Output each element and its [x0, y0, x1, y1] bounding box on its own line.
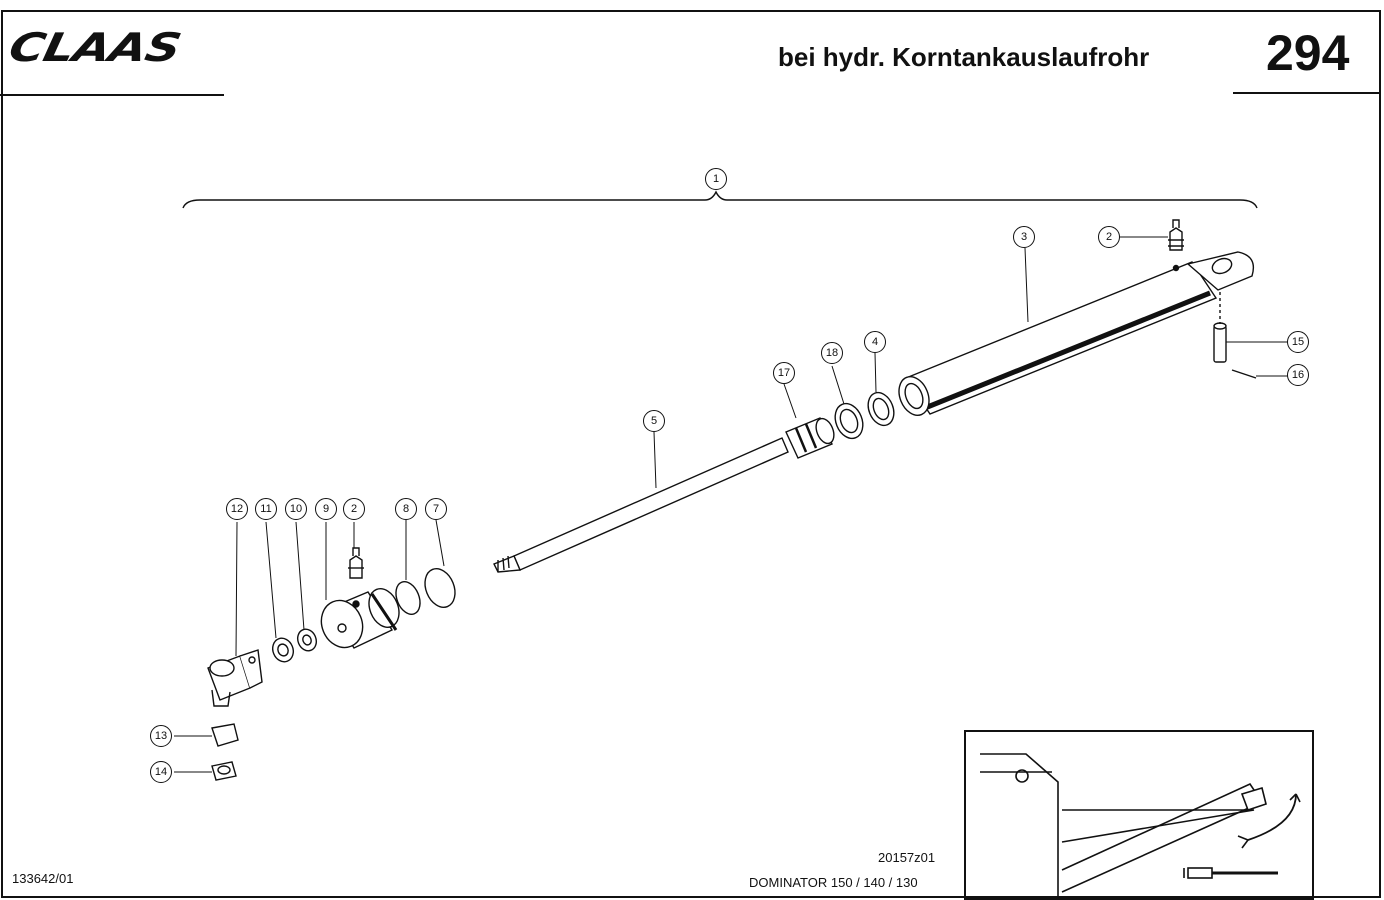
page-frame — [1, 10, 1381, 898]
ferrule-13 — [211, 723, 239, 747]
assembly-bracket — [182, 190, 1258, 209]
nut-14 — [211, 761, 237, 781]
callout-item-10[interactable]: 10 — [285, 498, 307, 520]
document-id: 133642/01 — [12, 871, 74, 886]
pin — [1213, 292, 1227, 363]
grease-nipple-upper — [1168, 219, 1184, 251]
callout-item-11[interactable]: 11 — [255, 498, 277, 520]
callout-item-18[interactable]: 18 — [821, 342, 843, 364]
spring-clip — [1231, 369, 1257, 379]
o-ring-7 — [424, 568, 456, 608]
banjo-fitting-12 — [207, 649, 263, 707]
callout-item-2-upper[interactable]: 2 — [1098, 226, 1120, 248]
callout-item-7[interactable]: 7 — [425, 498, 447, 520]
cylinder-barrel — [898, 251, 1255, 416]
callout-item-5[interactable]: 5 — [643, 410, 665, 432]
drawing-id: 20157z01 — [878, 850, 936, 865]
grease-nipple-lower — [348, 547, 364, 579]
washer-11 — [271, 637, 295, 663]
piston-rod-5 — [493, 437, 789, 573]
callout-item-15[interactable]: 15 — [1287, 331, 1309, 353]
callout-item-4[interactable]: 4 — [864, 331, 886, 353]
inset-drawing — [980, 753, 1301, 898]
leader-lines — [174, 236, 1288, 773]
o-ring-8 — [395, 581, 421, 615]
callout-item-2-lower[interactable]: 2 — [343, 498, 365, 520]
callout-item-3[interactable]: 3 — [1013, 226, 1035, 248]
page-number-underline — [1233, 92, 1379, 94]
piston-17 — [785, 417, 835, 459]
model-label: DOMINATOR 150 / 140 / 130 — [749, 875, 918, 890]
cylinder-head-9 — [320, 588, 400, 649]
callout-item-13[interactable]: 13 — [150, 725, 172, 747]
guide-ring-18 — [834, 402, 864, 440]
callout-item-12[interactable]: 12 — [226, 498, 248, 520]
callout-item-17[interactable]: 17 — [773, 362, 795, 384]
callout-item-16[interactable]: 16 — [1287, 364, 1309, 386]
location-inset — [964, 730, 1314, 900]
page-number: 294 — [1266, 25, 1350, 81]
callout-item-9[interactable]: 9 — [315, 498, 337, 520]
logo-underline — [0, 94, 224, 96]
seal-ring-4 — [867, 391, 895, 427]
page-title: bei hydr. Korntankauslaufrohr — [778, 42, 1150, 72]
callout-item-1[interactable]: 1 — [705, 168, 727, 190]
callout-item-14[interactable]: 14 — [150, 761, 172, 783]
callout-item-8[interactable]: 8 — [395, 498, 417, 520]
washer-10 — [296, 628, 318, 652]
